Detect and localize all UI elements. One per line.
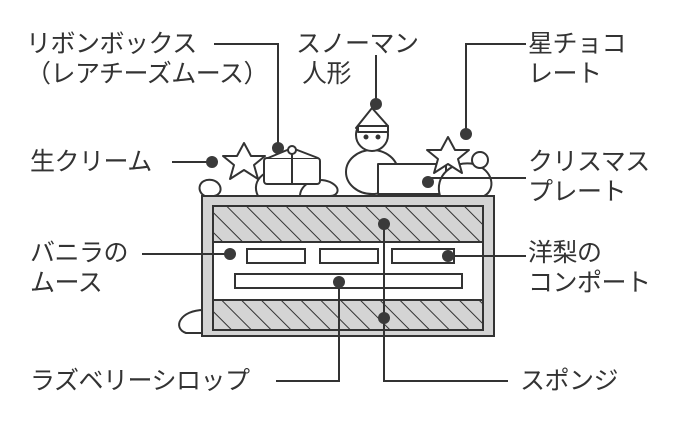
- cream-swirl-left: [198, 178, 222, 197]
- label-vanilla-mousse: バニラの ムース: [30, 238, 129, 298]
- compote-piece-2: [319, 248, 379, 264]
- label-raspberry-syrup-line1: ラズベリーシロップ: [30, 366, 250, 395]
- raspberry-syrup-strip: [234, 273, 463, 289]
- dot-pear-compote: [442, 250, 454, 262]
- dot-star-choco: [460, 128, 472, 140]
- sponge-bottom-layer: [212, 299, 484, 331]
- dot-raspberry-syrup: [333, 276, 345, 288]
- cream-ball-right: [471, 151, 489, 169]
- label-snowman-line2: 人形: [302, 59, 352, 88]
- label-sponge-line1: スポンジ: [520, 366, 619, 395]
- dot-christmas-plate: [422, 176, 434, 188]
- label-pear-compote-line1: 洋梨の: [528, 238, 602, 267]
- cake-body: [178, 195, 495, 337]
- label-snowman: スノーマン 人形: [296, 29, 419, 89]
- label-star-choco-line1: 星チョコ: [528, 29, 627, 58]
- label-fresh-cream-line1: 生クリーム: [30, 147, 152, 176]
- label-vanilla-mousse-line1: バニラの: [30, 238, 129, 267]
- dot-vanilla-mousse: [224, 248, 236, 260]
- label-christmas-plate-line1: クリスマス: [528, 147, 650, 176]
- star-choco-right: [426, 136, 470, 174]
- ribbon-box: [263, 145, 321, 185]
- cream-blob-bottom: [178, 308, 205, 334]
- label-vanilla-mousse-line2: ムース: [30, 268, 103, 297]
- label-fresh-cream: 生クリーム: [30, 147, 152, 177]
- label-pear-compote: 洋梨の コンポート: [528, 238, 651, 298]
- label-christmas-plate: クリスマス プレート: [528, 147, 650, 207]
- top-decorations: [198, 107, 493, 197]
- leader-raspberry-syrup: [276, 282, 340, 382]
- compote-piece-1: [246, 248, 306, 264]
- dot-ribbon-box: [272, 142, 284, 154]
- leader-sponge: [383, 224, 508, 382]
- label-ribbon-box-line1: リボンボックス: [26, 29, 197, 58]
- label-snowman-line1: スノーマン: [296, 29, 419, 58]
- dot-fresh-cream: [206, 156, 218, 168]
- label-ribbon-box: リボンボックス （レアチーズムース）: [26, 29, 269, 89]
- label-raspberry-syrup: ラズベリーシロップ: [30, 366, 250, 396]
- label-star-choco-line2: レート: [528, 59, 602, 88]
- leader-star-choco: [465, 43, 526, 134]
- leader-lines: [142, 43, 526, 382]
- label-star-choco: 星チョコ レート: [528, 29, 627, 89]
- label-pear-compote-line2: コンポート: [528, 268, 651, 297]
- label-sponge: スポンジ: [520, 366, 619, 396]
- label-christmas-plate-line2: プレート: [528, 177, 627, 206]
- leader-dots: [206, 98, 472, 324]
- sponge-top-layer: [212, 205, 484, 243]
- dot-sponge-bottom: [378, 312, 390, 324]
- leader-ribbon-box: [214, 43, 279, 146]
- label-ribbon-box-line2: （レアチーズムース）: [26, 59, 269, 88]
- dot-sponge-top: [378, 218, 390, 230]
- star-choco-left: [222, 142, 266, 180]
- dot-snowman: [370, 98, 382, 110]
